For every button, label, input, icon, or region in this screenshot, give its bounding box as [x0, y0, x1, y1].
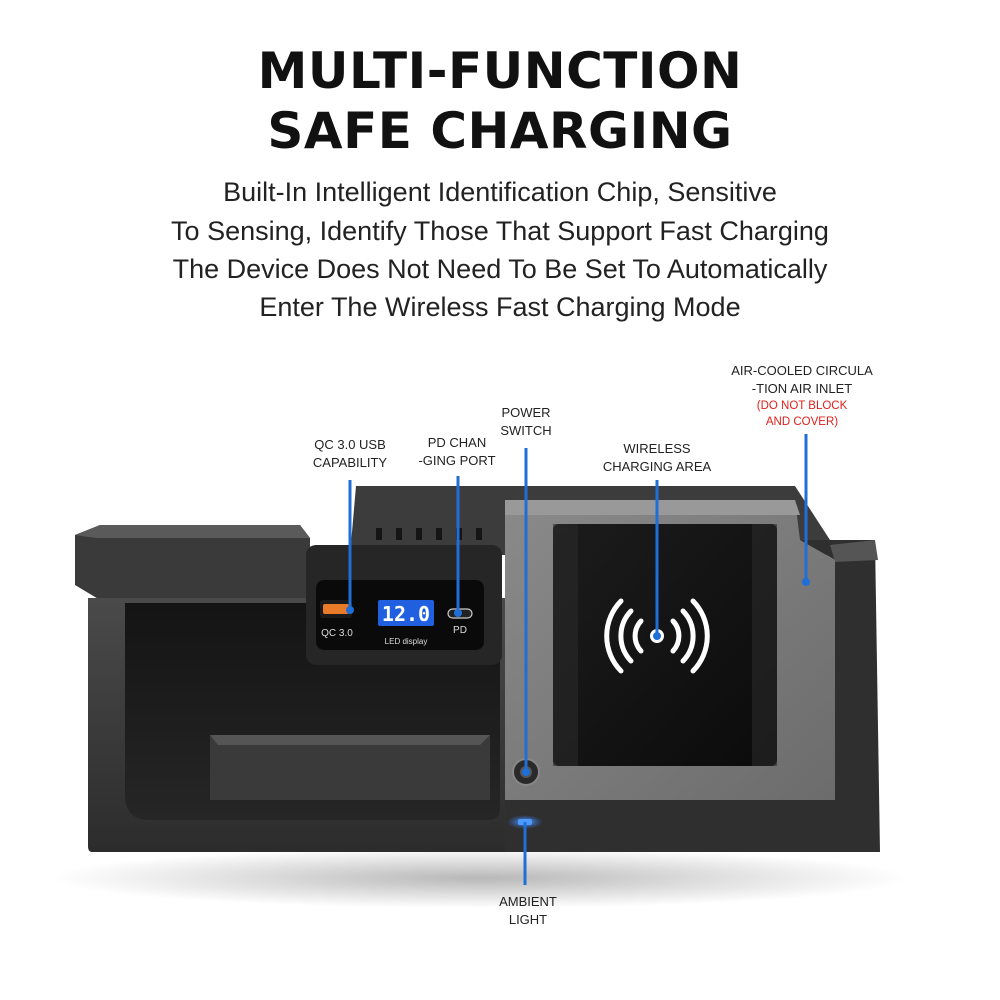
callout-power-switch-line1: POWER [501, 405, 551, 420]
led-display-value: 12.0 [382, 602, 430, 626]
callout-qc-usb-line1: QC 3.0 USB [314, 437, 386, 452]
callout-pd-port: PD CHAN -GING PORT [405, 434, 509, 470]
callout-ambient-light: AMBIENT LIGHT [478, 893, 578, 929]
wireless-charging-icon [604, 598, 710, 674]
callout-qc-usb: QC 3.0 USB CAPABILITY [300, 436, 400, 472]
callout-air-inlet: AIR-COOLED CIRCULA -TION AIR INLET (DO N… [722, 362, 882, 430]
subtitle-line-3: The Device Does Not Need To Be Set To Au… [172, 254, 828, 284]
led-display-caption: LED display [385, 637, 428, 646]
subtitle-line-2: To Sensing, Identify Those That Support … [171, 216, 829, 246]
bin-inner-step [210, 735, 490, 800]
callout-air-inlet-warning-2: AND COVER) [765, 416, 839, 428]
title-line-1: MULTI-FUNCTION [257, 42, 743, 100]
qc-usb-port [323, 604, 349, 614]
callout-power-switch-line2: SWITCH [500, 423, 552, 438]
qc-port-label: QC 3.0 [321, 628, 353, 639]
callout-pd-port-line2: -GING PORT [418, 453, 496, 468]
callout-qc-usb-line2: CAPABILITY [312, 455, 388, 470]
wireless-pad [553, 524, 777, 766]
callout-ambient-light-line2: LIGHT [508, 912, 548, 927]
left-lip [75, 525, 310, 600]
led-display [378, 600, 434, 626]
title-line-2: SAFE CHARGING [267, 102, 733, 160]
callout-dots [346, 578, 810, 776]
callout-wireless-area-line1: WIRELESS [623, 441, 691, 456]
callout-air-inlet-line1: AIR-COOLED CIRCULA [731, 363, 873, 378]
callout-lines [348, 434, 808, 885]
subtitle-line-4: Enter The Wireless Fast Charging Mode [259, 292, 741, 322]
callout-wireless-area: WIRELESS CHARGING AREA [587, 440, 727, 476]
callout-power-switch: POWER SWITCH [476, 404, 576, 440]
callout-air-inlet-warning-1: (DO NOT BLOCK [756, 400, 848, 412]
subtitle-line-1: Built-In Intelligent Identification Chip… [223, 177, 777, 207]
pd-port-label: PD [453, 625, 467, 636]
callout-ambient-light-line1: AMBIENT [499, 894, 557, 909]
callout-pd-port-line1: PD CHAN [427, 435, 487, 450]
callout-air-inlet-line2: -TION AIR INLET [751, 381, 853, 396]
callout-wireless-area-line2: CHARGING AREA [602, 459, 712, 474]
floor-shadow [50, 848, 910, 908]
